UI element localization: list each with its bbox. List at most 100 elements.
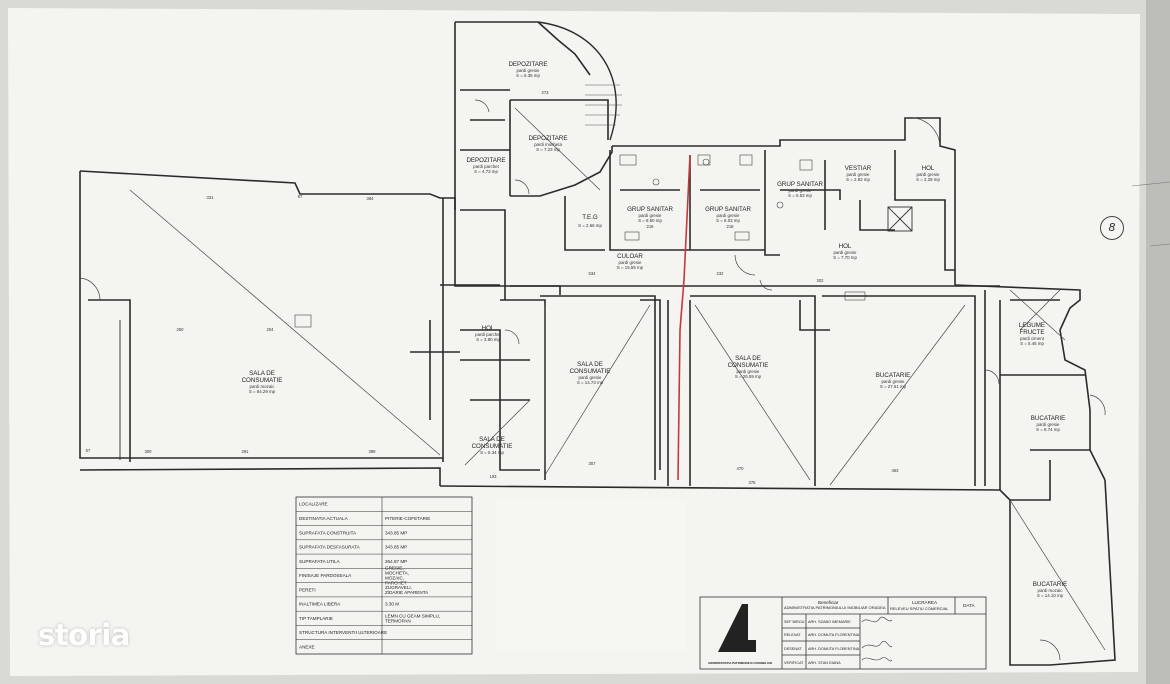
info-row-label: SUPRAFATA DESFASURATA (299, 545, 361, 550)
title-block-role: RELEVAT (784, 633, 801, 637)
svg-text:S = 5.53 mp: S = 5.53 mp (788, 193, 812, 198)
svg-text:pardi gresie: pardi gresie (1037, 422, 1060, 427)
svg-text:204: 204 (267, 327, 275, 332)
svg-text:HOL: HOL (922, 165, 935, 172)
info-row-label: PERETI (299, 587, 316, 592)
svg-text:T.E.G: T.E.G (582, 214, 598, 221)
stair-curve (537, 21, 617, 141)
photo-gap (496, 500, 686, 650)
svg-text:pardi parchet: pardi parchet (473, 164, 499, 169)
paper (8, 8, 1140, 676)
svg-text:357: 357 (589, 461, 597, 466)
svg-text:BUCATARIE: BUCATARIE (1031, 415, 1066, 422)
svg-text:pardi gresie: pardi gresie (834, 250, 857, 255)
svg-text:534: 534 (589, 271, 597, 276)
beneficiar-label: Beneficiar (818, 600, 839, 605)
info-row-label: SUPRAFATA UTILA (299, 559, 341, 564)
info-row-label: FINISAJE PARDOSEALA (299, 573, 352, 578)
svg-text:HOL: HOL (839, 243, 852, 250)
svg-text:BUCATARIE: BUCATARIE (1033, 581, 1068, 588)
room-label-depozitare-small: DEPOZITARE pardi parchet S = 4.73 mp (466, 157, 505, 174)
svg-text:pardi gresie: pardi gresie (917, 172, 940, 177)
room-label-sala-1: SALA DE CONSUMATIE pardi mozaic S = 84.2… (242, 370, 283, 394)
svg-text:S = 3.80 mp: S = 3.80 mp (476, 337, 500, 342)
svg-text:GRUP SANITAR: GRUP SANITAR (627, 206, 673, 213)
room-label-grup-sanitar-2: GRUP SANITAR pardi gresie S = 6.03 mp (705, 206, 751, 223)
info-row-value: MOCHETA, (385, 571, 409, 576)
title-block-name: ARH. DOMUTA FLORENTINA (808, 647, 860, 651)
svg-text:pardi gresie: pardi gresie (789, 188, 812, 193)
room-label-hol-right: HOL pardi gresie S = 7.70 mp (833, 243, 857, 260)
info-row-value: 343.85 MP (385, 530, 407, 535)
info-row-value: TERMOPAN (385, 618, 411, 623)
title-block-role: SEF BIROU (784, 620, 805, 624)
room-label-grup-sanitar-1: GRUP SANITAR pardi gresie S = 8.60 mp (627, 206, 673, 223)
info-row-label: STRUCTURA INTERVENTII ULTERIOARE (299, 630, 387, 635)
room-label-bucatarie-2: BUCATARIE pardi gresie S = 8.74 mp (1031, 415, 1066, 432)
info-row-value: PARCHET (385, 581, 407, 586)
svg-text:375: 375 (749, 480, 757, 485)
svg-text:384: 384 (367, 196, 375, 201)
svg-text:CONSUMATIE: CONSUMATIE (472, 443, 513, 450)
svg-text:S = 2.28 mp: S = 2.28 mp (916, 177, 940, 182)
svg-text:218: 218 (727, 224, 735, 229)
svg-text:pardi gresie: pardi gresie (717, 213, 740, 218)
svg-text:SALA DE: SALA DE (249, 370, 275, 377)
room-label-sala-3: SALA DE CONSUMATIE pardi gresie S = 14.7… (570, 361, 611, 385)
svg-text:CULOAR: CULOAR (617, 253, 643, 260)
svg-text:pardi gresie: pardi gresie (639, 213, 662, 218)
svg-text:216: 216 (647, 224, 655, 229)
svg-text:S = 84.29 mp: S = 84.29 mp (249, 389, 276, 394)
svg-text:S = 8.74 mp: S = 8.74 mp (1036, 427, 1060, 432)
svg-text:SALA DE: SALA DE (577, 361, 603, 368)
room-label-teg: T.E.G S = 2.66 mp (578, 214, 602, 228)
svg-text:S = 14.10 mp: S = 14.10 mp (1037, 593, 1064, 598)
info-row-label: ANEXE (299, 644, 315, 649)
svg-text:HOL: HOL (482, 325, 495, 332)
title-block (699, 596, 987, 670)
info-row-label: INALTIMEA LIBERA (299, 602, 341, 607)
svg-text:S = 8.60 mp: S = 8.60 mp (638, 218, 662, 223)
door-swings (79, 99, 1106, 661)
svg-text:463: 463 (892, 468, 900, 473)
lucrarea-value: RELEVEU SPATIU COMERCIAL (890, 606, 949, 611)
info-row-label: LOCALIZARE (299, 502, 328, 507)
svg-text:GRUP SANITAR: GRUP SANITAR (777, 181, 823, 188)
room-label-depozitare-top: DEPOZITARE pardi gresie S = 6.35 mp (508, 61, 547, 78)
lucrarea-label: LUCRAREA (912, 600, 938, 605)
svg-text:291: 291 (242, 449, 250, 454)
room-label-hol-top: HOL pardi gresie S = 2.28 mp (916, 165, 940, 182)
svg-text:pardi mozaic: pardi mozaic (250, 384, 276, 389)
svg-text:193: 193 (490, 474, 498, 479)
svg-text:S = 27.61 mp: S = 27.61 mp (880, 384, 907, 389)
room-label-sala-4: SALA DE CONSUMATIE pardi gresie S = 26.5… (728, 355, 769, 379)
signatures (861, 616, 893, 662)
svg-text:300: 300 (145, 449, 153, 454)
svg-text:pardi gresie: pardi gresie (517, 68, 540, 73)
svg-text:SALA DE: SALA DE (735, 355, 761, 362)
red-marking-line (677, 154, 691, 481)
room-diagonals (129, 107, 1106, 651)
svg-text:S = 26.59 mp: S = 26.59 mp (735, 374, 762, 379)
data-label: DATA (963, 603, 976, 608)
info-row-value: 264.87 MP (385, 559, 407, 564)
logo-caption: ADMINISTRATIA PATRIMONIULUI IMOBILIAR (708, 661, 773, 665)
svg-text:232: 232 (717, 271, 725, 276)
svg-text:S = 14.73 mp: S = 14.73 mp (577, 380, 604, 385)
svg-text:DEPOZITARE: DEPOZITARE (466, 157, 505, 164)
info-row-value: MOZAIC, (385, 576, 404, 581)
svg-text:S = 5.46 mp: S = 5.46 mp (1020, 341, 1044, 346)
svg-text:pardi parchet: pardi parchet (475, 332, 501, 337)
svg-text:LEGUME: LEGUME (1019, 322, 1045, 329)
info-row-value: LEMN CU GEAM SIMPLU, (385, 613, 440, 618)
svg-text:pardi ciment: pardi ciment (1020, 336, 1045, 341)
title-block-logo (718, 604, 756, 652)
svg-text:pardi gresie: pardi gresie (579, 375, 602, 380)
svg-text:S = 7.23 mp: S = 7.23 mp (536, 147, 560, 152)
room-label-hol-mid: HOL pardi parchet S = 3.80 mp (475, 325, 501, 342)
stair-treads (585, 84, 622, 126)
svg-text:S = 2.92 mp: S = 2.92 mp (846, 177, 870, 182)
room-label-bucatarie-1: BUCATARIE pardi gresie S = 27.61 mp (876, 372, 911, 389)
